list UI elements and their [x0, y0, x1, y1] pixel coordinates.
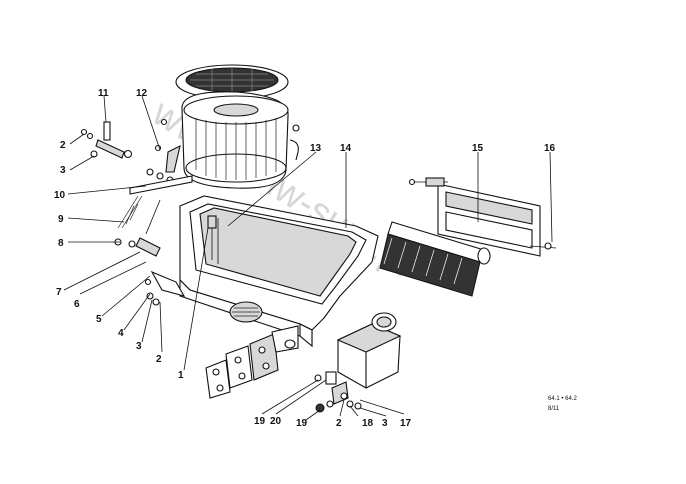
callout-8: 8 [58, 238, 64, 249]
callout-4: 4 [118, 328, 124, 339]
callout-7: 7 [56, 287, 62, 298]
callout-16: 16 [544, 143, 556, 154]
reference-sheet: 8/11 [548, 406, 560, 412]
linkage-parts [80, 118, 193, 306]
callout-10: 10 [54, 190, 66, 201]
valve-bracket [408, 177, 557, 257]
reference-code: 64.1 • 64.2 [548, 396, 577, 402]
callout-6: 6 [74, 299, 80, 310]
leader-lines [63, 95, 553, 421]
callout-2c: 2 [336, 418, 342, 429]
callout-5: 5 [96, 314, 102, 325]
callout-20: 20 [270, 416, 282, 427]
callout-19b: 19 [296, 418, 308, 429]
gasket-parts [205, 325, 299, 399]
heater-radiator [379, 221, 491, 297]
callout-1: 1 [178, 370, 184, 381]
heater-housing [179, 195, 379, 348]
callout-12: 12 [136, 88, 148, 99]
fan-grille [175, 64, 289, 100]
callout-17: 17 [400, 418, 412, 429]
callout-3c: 3 [382, 418, 388, 429]
callout-3a: 3 [60, 165, 66, 176]
callout-3b: 3 [136, 341, 142, 352]
callout-labels: 11 12 2 3 10 9 8 7 6 5 4 3 2 1 13 14 15 … [54, 88, 556, 429]
fan-wheel [181, 91, 300, 189]
callout-2b: 2 [156, 354, 162, 365]
callout-11: 11 [98, 88, 109, 99]
callout-9: 9 [58, 214, 64, 225]
callout-14: 14 [340, 143, 352, 154]
callout-2a: 2 [60, 140, 66, 151]
small-hardware [314, 371, 362, 413]
callout-19a: 19 [254, 416, 266, 427]
callout-18: 18 [362, 418, 374, 429]
callout-15: 15 [472, 143, 484, 154]
flap-box [336, 312, 402, 389]
callout-13: 13 [310, 143, 322, 154]
